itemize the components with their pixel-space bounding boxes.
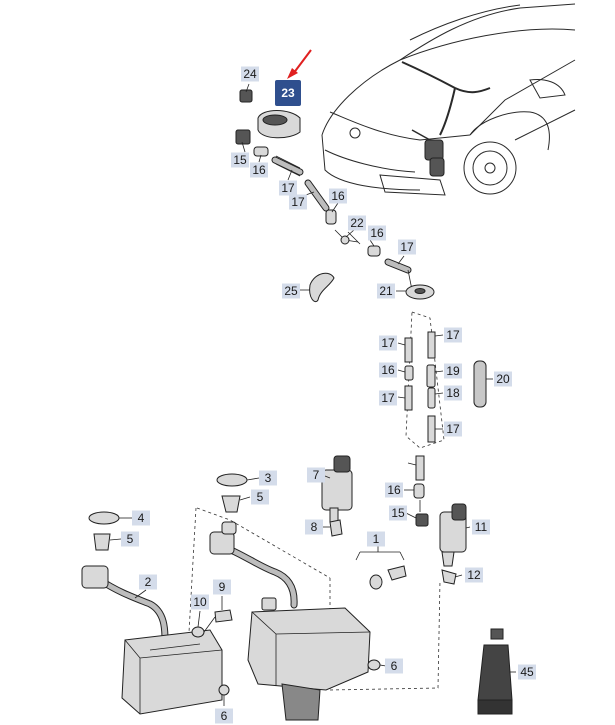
part-number: 23 [281,86,295,100]
part-number: 16 [370,226,384,240]
part-label-21: 21 [377,283,395,299]
part-label-45: 45 [518,664,536,680]
washer-pump-11 [439,503,467,585]
part-label-17: 17 [444,327,462,343]
part-label-8: 8 [305,519,323,535]
part-label-22: 22 [348,215,366,231]
part-label-5: 5 [121,531,139,547]
leader-lines [109,83,516,706]
part-label-20: 20 [494,371,512,387]
part-number: 17 [381,391,395,405]
part-label-11: 11 [472,519,490,535]
part-number: 10 [193,595,207,609]
part-label-16: 16 [379,362,397,378]
return-line-outline [329,579,441,691]
part-label-3: 3 [259,470,277,486]
part-label-5: 5 [251,489,269,505]
part-number: 11 [475,520,488,534]
hose-clip [309,272,335,303]
part-label-18: 18 [444,385,462,401]
car-outline [321,3,576,196]
grommet [405,284,435,300]
part-label-2: 2 [139,574,157,590]
part-label-16: 16 [329,188,347,204]
part-label-15: 15 [389,505,407,521]
fluid-bottle [477,628,513,715]
part-label-10: 10 [191,594,209,610]
part-label-7: 7 [307,467,325,483]
part-label-16: 16 [385,482,403,498]
part-label-4: 4 [132,510,150,526]
part-label-12: 12 [465,567,483,583]
upper-hose-chain [304,179,413,291]
part-number: 16 [381,363,395,377]
washer-pump-7 [321,455,353,537]
part-number: 9 [219,580,226,594]
part-number: 25 [284,284,298,298]
part-number: 5 [127,532,134,546]
part-label-17: 17 [398,239,416,255]
part-number: 1 [373,532,380,546]
part-label-1: 1 [367,531,385,547]
part-number: 20 [496,372,510,386]
part-number: 24 [243,67,257,81]
reservoir-left [81,565,223,715]
part-number: 21 [379,284,393,298]
part-number: 17 [446,328,460,342]
part-number: 7 [313,468,320,482]
part-number: 19 [446,364,460,378]
part-number: 16 [252,163,266,177]
part-number: 17 [446,422,460,436]
part-number: 8 [311,520,318,534]
part-number: 17 [291,195,305,209]
part-number: 4 [138,511,145,525]
part-number: 6 [391,659,398,673]
part-number: 17 [381,336,395,350]
part-number: 16 [331,189,345,203]
part-number: 6 [221,709,228,723]
middle-hoses [404,331,487,527]
part-number: 17 [400,240,414,254]
part-number: 2 [145,575,152,589]
part-label-6: 6 [215,708,233,724]
part-label-9: 9 [213,579,231,595]
small-parts [191,565,407,696]
part-number: 3 [265,471,272,485]
part-number: 15 [391,506,405,520]
part-label-17: 17 [444,421,462,437]
group-outline [405,311,445,449]
red-arrow-icon [287,49,312,79]
part-number: 5 [257,490,264,504]
part-label-17: 17 [379,390,397,406]
filler-caps [88,473,248,551]
part-label-16: 16 [250,162,268,178]
part-label-15: 15 [231,152,249,168]
part-label-17: 17 [279,180,297,196]
part-label-25: 25 [282,283,300,299]
part-number: 16 [387,483,401,497]
part-number: 12 [467,568,481,582]
part-label-17: 17 [289,194,307,210]
group-bracket [355,546,405,561]
part-number: 45 [520,665,534,679]
part-number: 22 [350,216,364,230]
part-label-19: 19 [444,363,462,379]
part-label-6: 6 [385,658,403,674]
reservoir-right [209,521,371,721]
part-label-23: 23 [275,80,301,106]
part-number: 15 [233,153,247,167]
part-label-17: 17 [379,335,397,351]
part-label-16: 16 [368,225,386,241]
part-number: 18 [446,386,460,400]
part-label-24: 24 [241,66,259,82]
part-number: 17 [281,181,295,195]
